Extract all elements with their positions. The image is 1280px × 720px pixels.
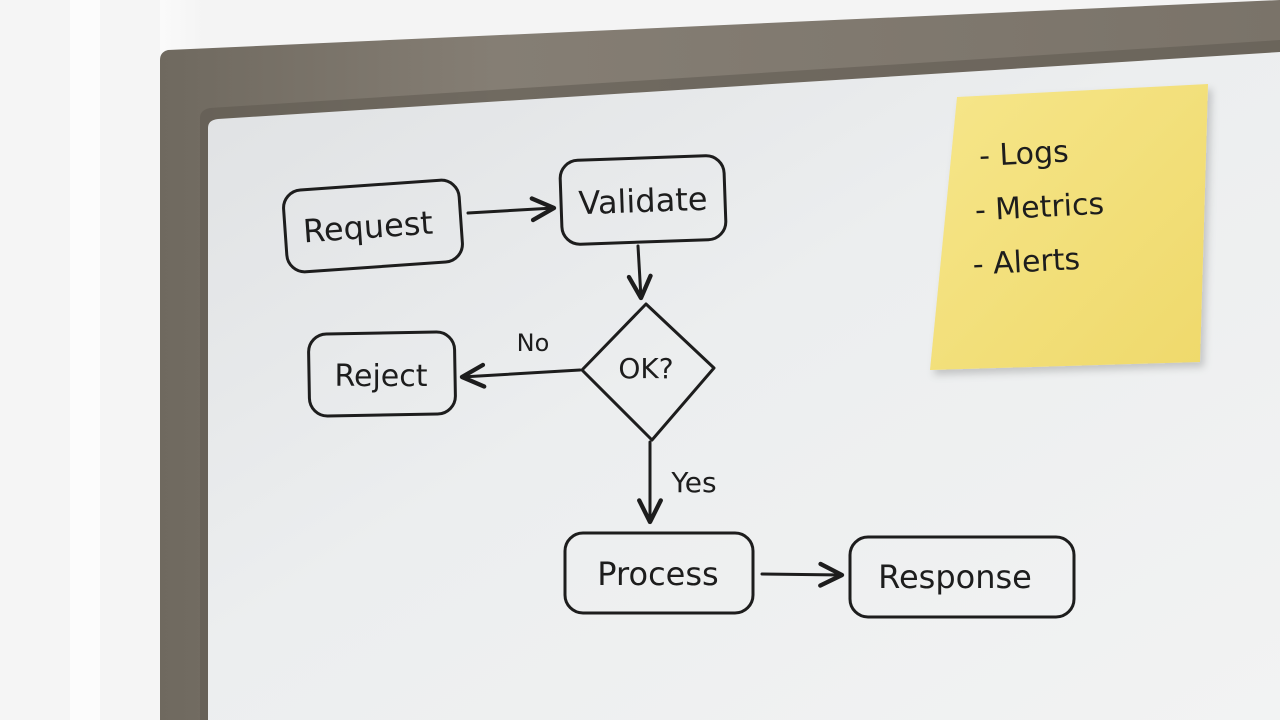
arrow-request-validate [466,196,557,223]
node-decision: OK? [580,302,716,442]
sticky-note-list: - Logs - Metrics - Alerts [972,134,1105,283]
node-validate-label: Validate [578,180,708,222]
arrow-decision-reject [459,362,582,389]
node-reject-label: Reject [334,359,427,394]
arrow-process-response [760,561,845,588]
edge-label-yes: Yes [670,466,716,499]
node-response-label: Response [878,558,1032,596]
edge-label-no: No [517,329,550,357]
node-reject: Reject [307,330,457,418]
sticky-note [930,84,1208,370]
node-response: Response [848,535,1076,619]
node-process: Process [563,531,755,615]
sticky-note-item: - Metrics [974,187,1105,229]
node-process-label: Process [597,555,718,593]
node-decision-label: OK? [618,352,673,385]
node-validate: Validate [558,154,728,246]
sticky-note-item: - Alerts [972,242,1081,283]
arrow-validate-decision [626,244,653,301]
node-request-label: Request [302,204,434,251]
sticky-note-item: - Logs [978,134,1069,174]
node-request: Request [282,178,464,274]
